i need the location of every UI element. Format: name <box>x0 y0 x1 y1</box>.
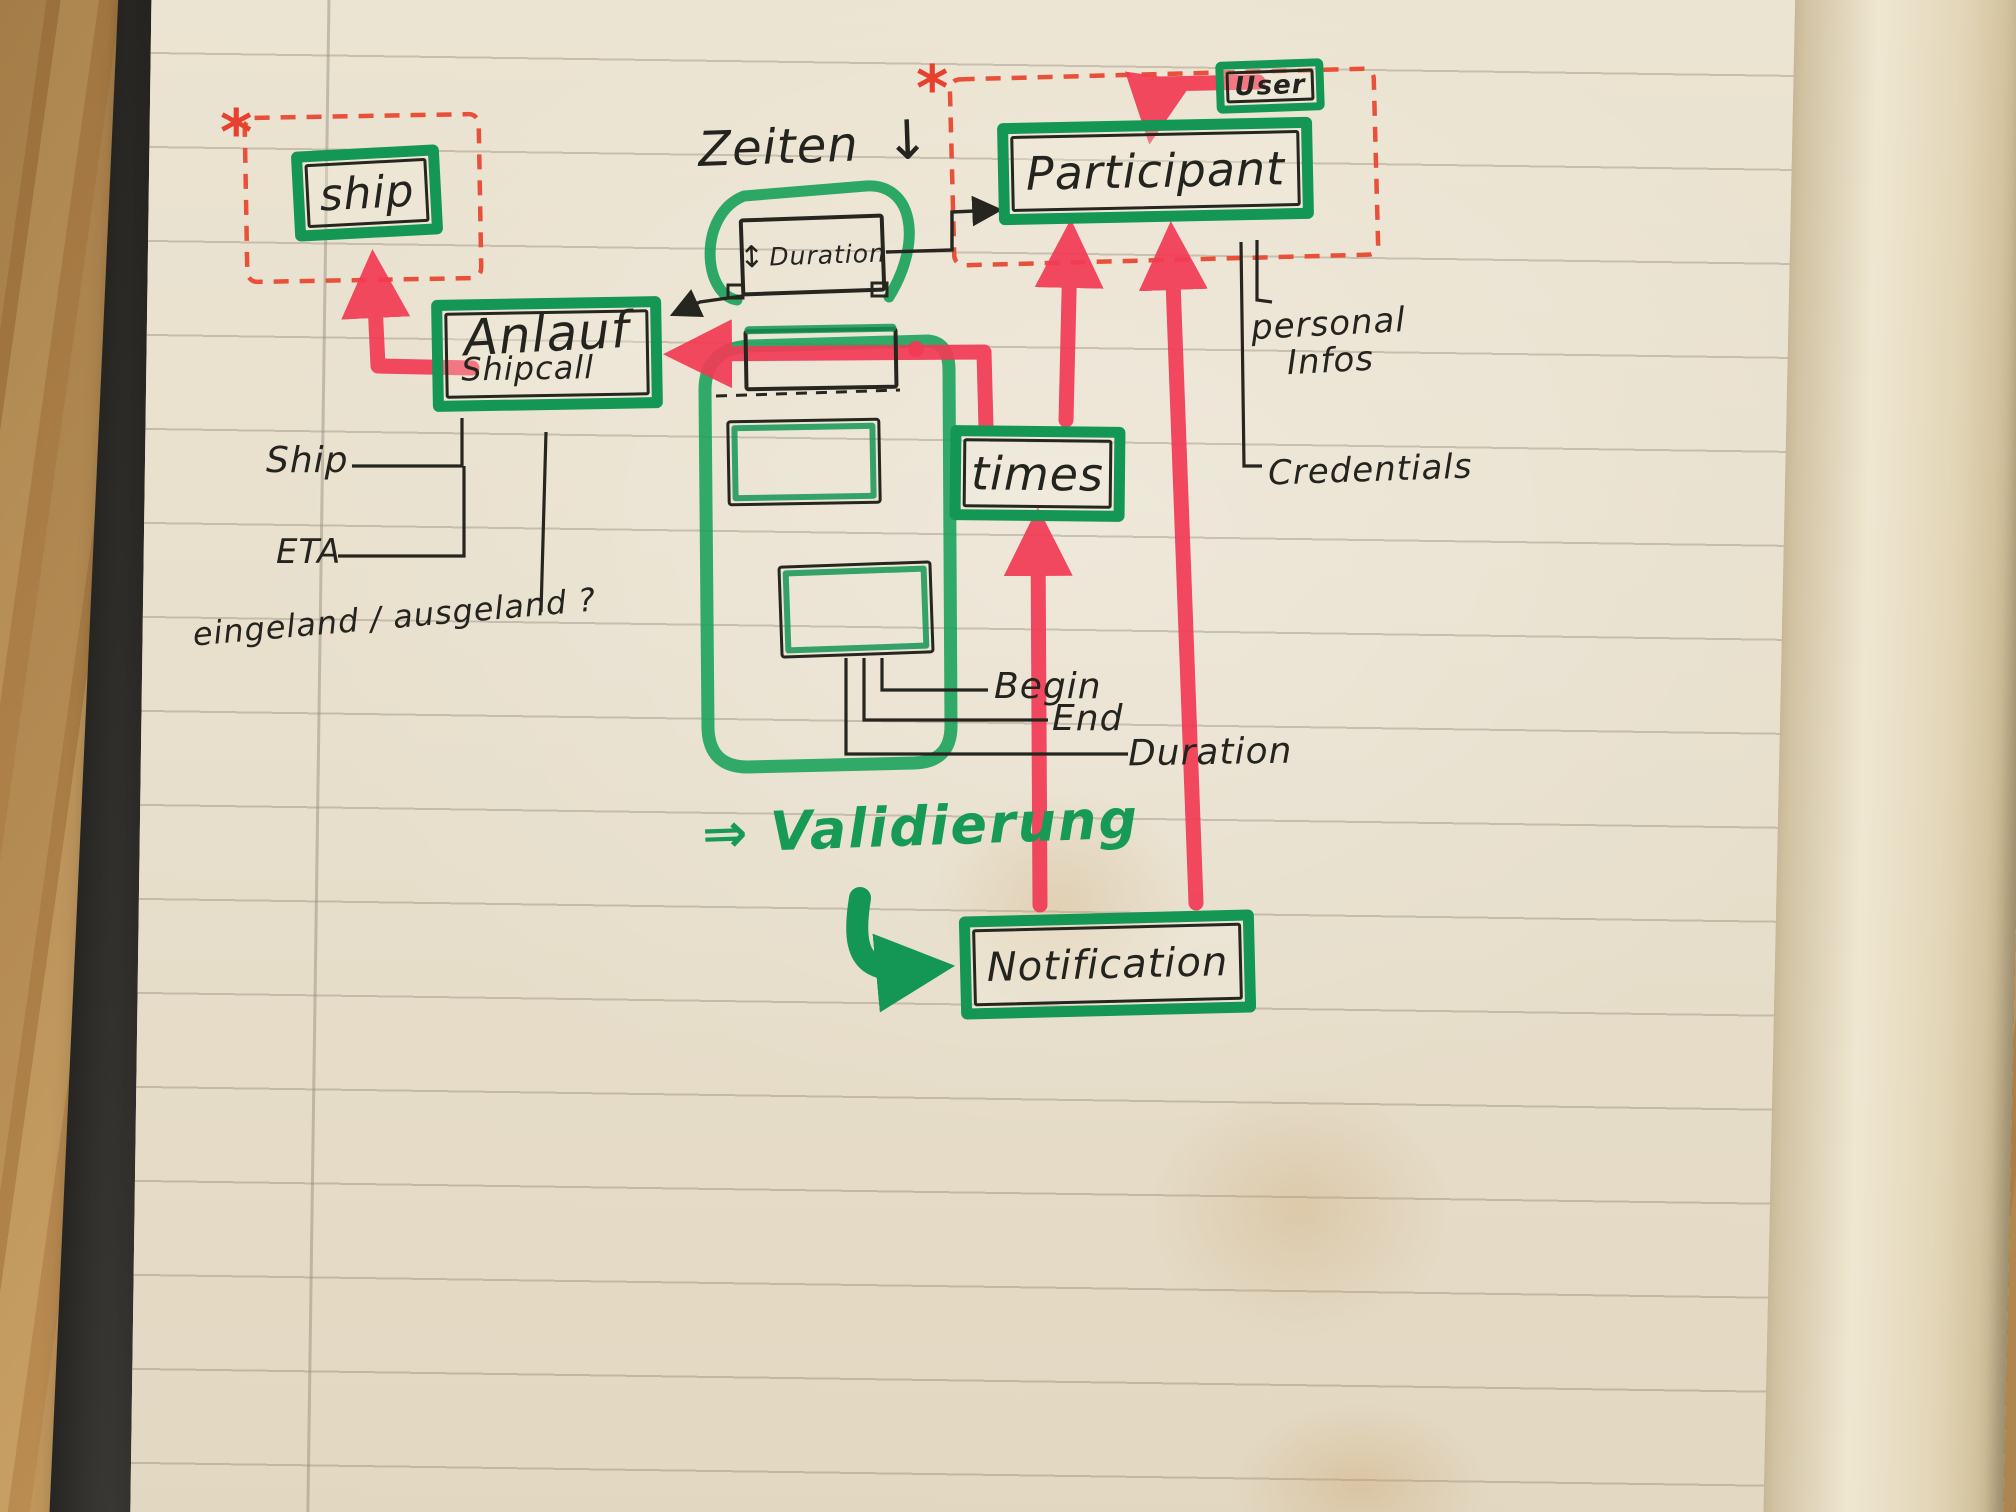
sketch-box-1 <box>743 323 899 392</box>
connector-ship-attr <box>352 418 464 468</box>
duration-attribute: Duration <box>1127 730 1293 775</box>
connector-begin <box>880 658 988 692</box>
node-participant: Participant <box>996 116 1315 226</box>
notification-label: Notification <box>986 938 1229 991</box>
red-dot <box>908 341 924 357</box>
dashed-scope-participant <box>947 66 1381 268</box>
zeiten-annotation: Zeiten ↓ <box>697 108 932 179</box>
connector-duration-label <box>844 658 1128 756</box>
down-arrow-icon: ↓ <box>883 107 933 173</box>
participant-label: Participant <box>1025 141 1286 201</box>
arrow-anlauf-to-ship <box>341 249 480 376</box>
asterisk-ship-scope: * <box>220 96 253 169</box>
begin-attribute: Begin <box>994 666 1102 707</box>
arrow-times-to-participant <box>1034 219 1104 428</box>
node-duration: ↕ Duration <box>738 213 887 297</box>
duration-bracket <box>704 180 915 306</box>
eta-attribute: ETA <box>276 532 342 572</box>
credentials-attribute: Credentials <box>1267 446 1474 494</box>
green-inner-stroke <box>782 565 930 654</box>
arrow-user-to-participant <box>1124 71 1266 145</box>
ship-label: ship <box>318 165 416 221</box>
end-attribute: End <box>1052 698 1124 739</box>
ship-attribute: Ship <box>266 440 349 481</box>
arrow-validierung-to-notification <box>846 887 956 1013</box>
shipcall-label: Shipcall <box>460 348 595 389</box>
connector-personal-infos <box>1255 240 1273 304</box>
connector-square-left <box>726 283 745 300</box>
zeiten-text: Zeiten <box>697 116 860 179</box>
connector-eta-attr <box>338 466 466 558</box>
node-notification: Notification <box>958 909 1257 1020</box>
green-marker-stroke <box>744 323 897 335</box>
asterisk-participant-scope: * <box>916 52 949 125</box>
arrow-notification-to-participant <box>1138 221 1208 911</box>
node-user: User <box>1215 58 1325 114</box>
times-label: times <box>970 445 1105 502</box>
node-times: times <box>949 425 1126 522</box>
connector-square-right <box>870 281 889 298</box>
sketch-box-3 <box>777 560 935 659</box>
arrow-notification-to-times <box>1003 507 1073 913</box>
sketch-box-2 <box>726 417 882 507</box>
green-inner-stroke <box>731 422 877 502</box>
connector-end <box>862 658 1048 722</box>
node-anlauf: Anlauf Shipcall <box>431 296 663 412</box>
node-ship: ship <box>290 144 444 242</box>
connector-credentials <box>1239 241 1262 468</box>
connector-einausgeland <box>539 431 548 613</box>
updown-arrow-icon: ↕ <box>738 239 766 276</box>
duration-box-label: Duration <box>768 237 887 271</box>
personal-line2: Infos <box>1285 339 1375 384</box>
dashed-line-under-box <box>715 388 901 398</box>
connector-duration-to-participant <box>885 195 1003 254</box>
validation-region-outline <box>698 334 958 774</box>
arrow-times-to-anlauf <box>663 319 994 436</box>
personal-infos-attribute: personal Infos <box>1250 300 1409 385</box>
user-label: User <box>1233 69 1307 103</box>
